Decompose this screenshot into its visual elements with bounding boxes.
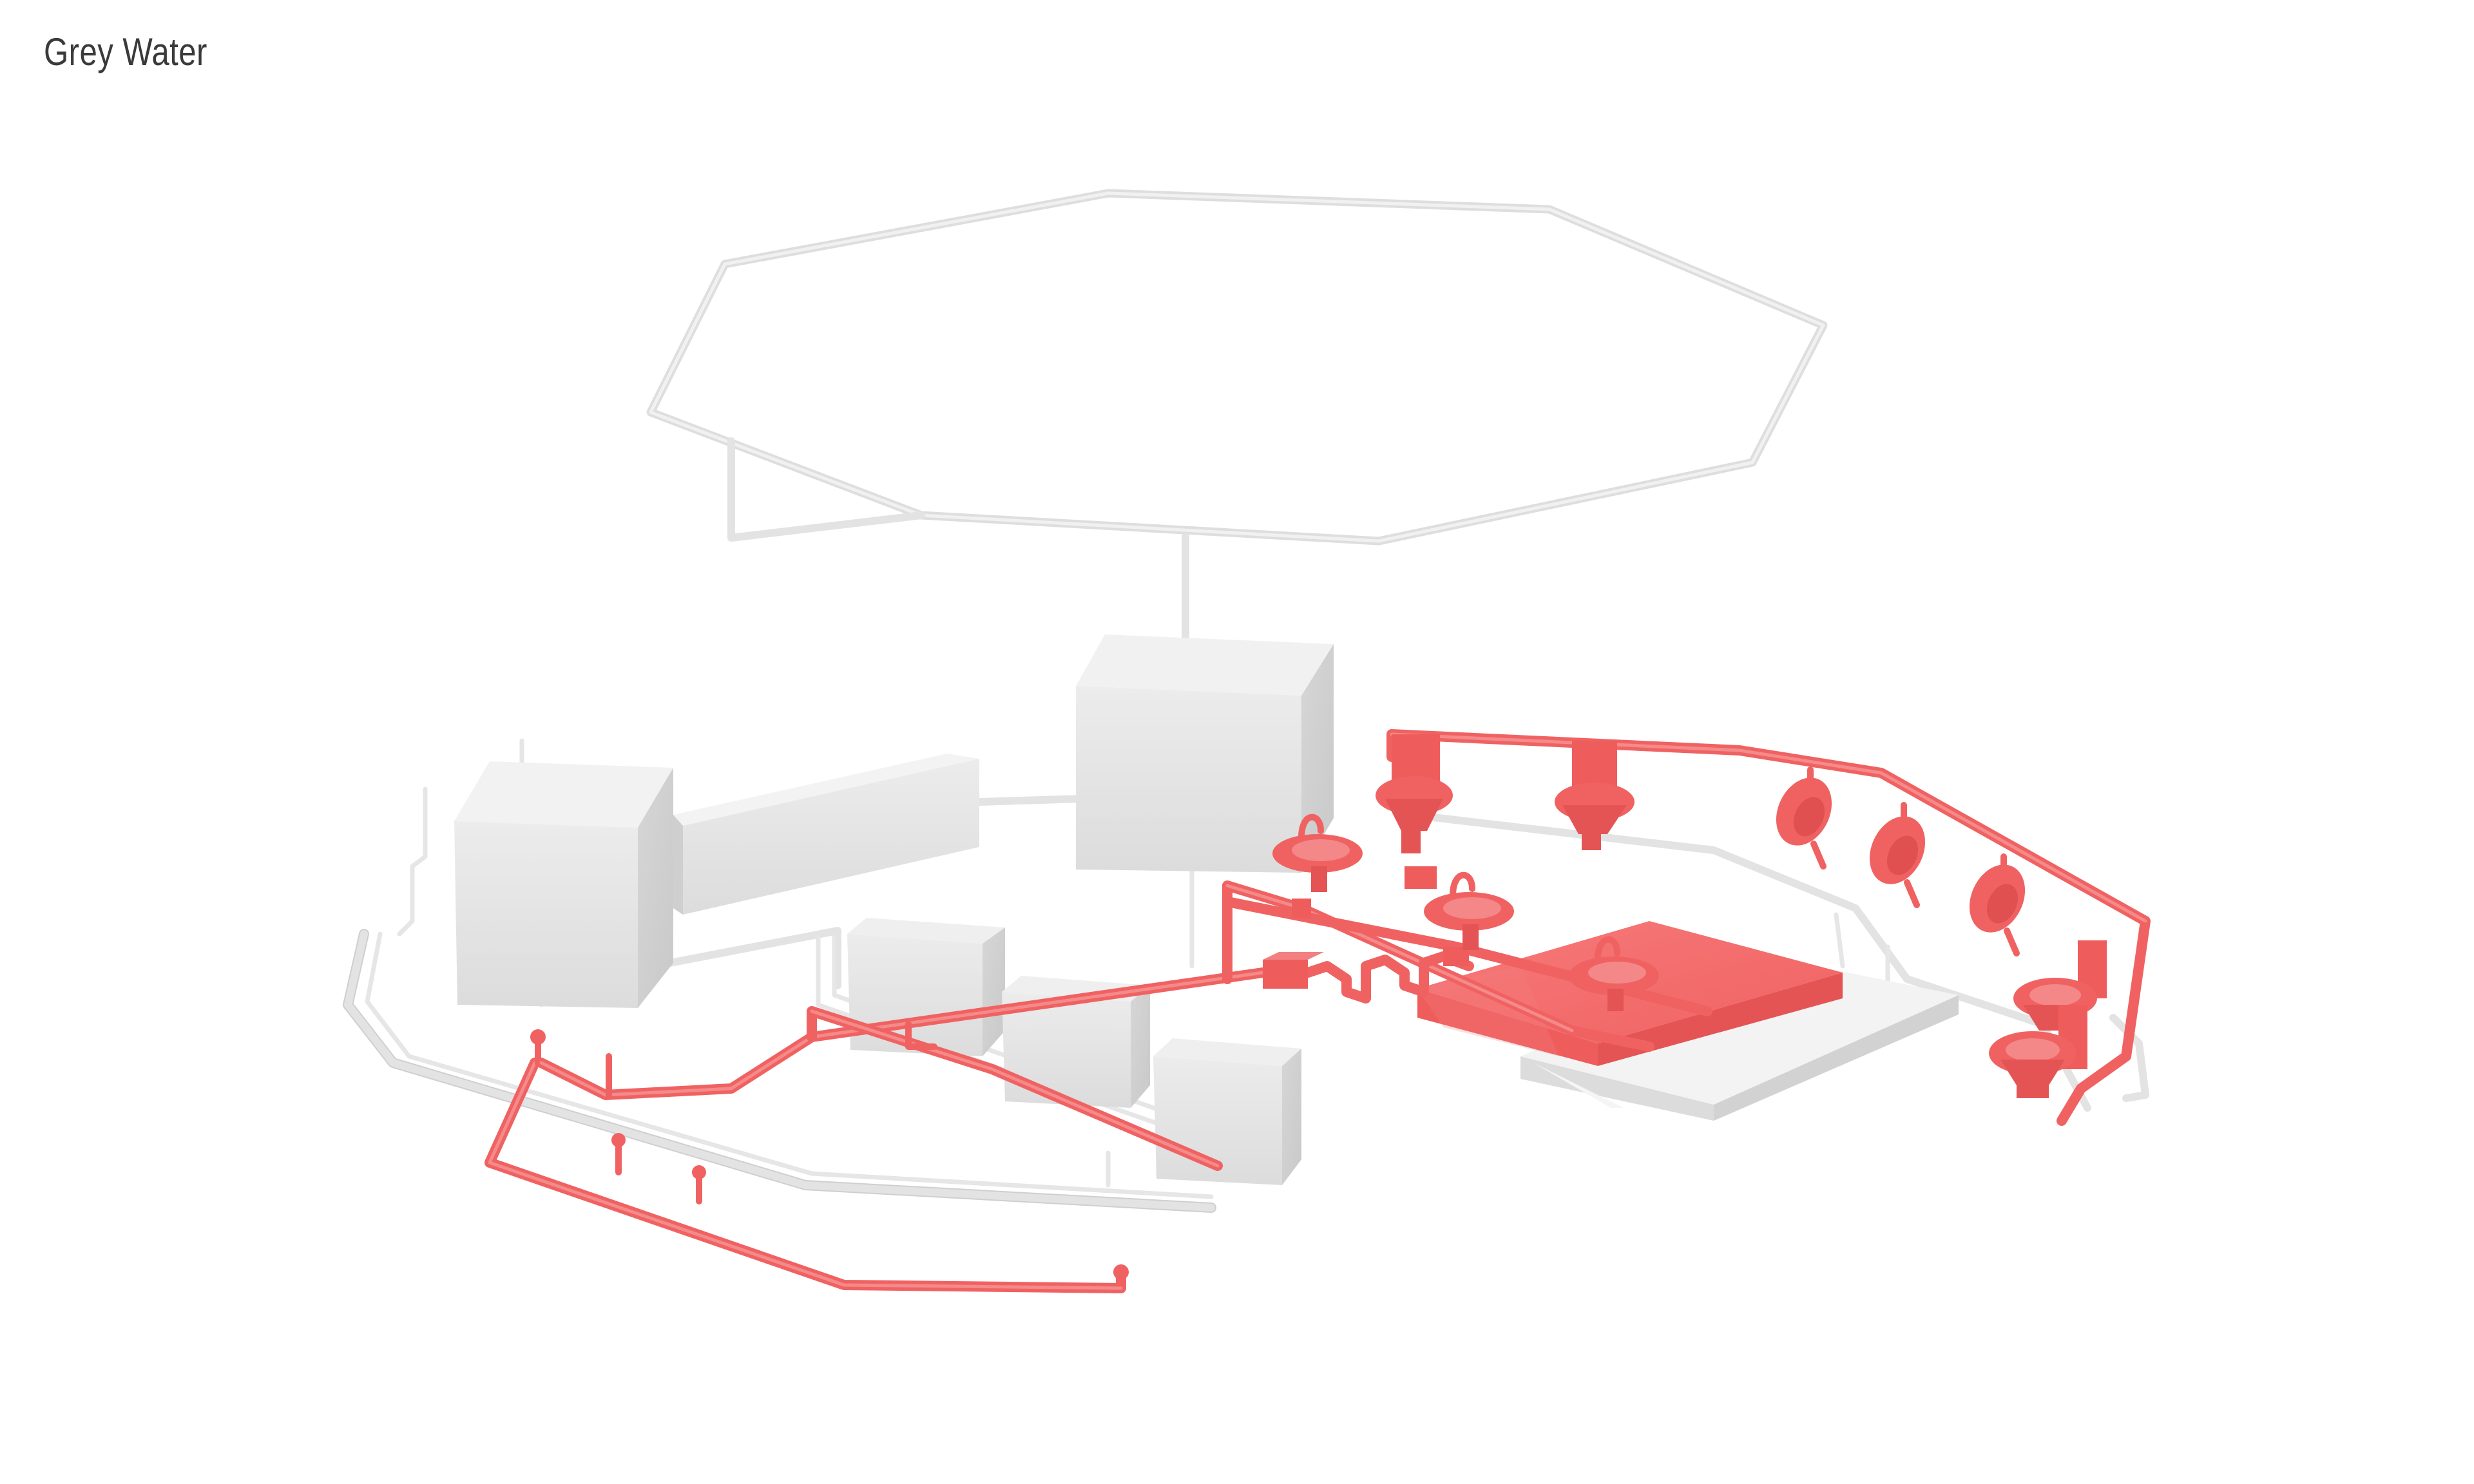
- sink-1: [1272, 813, 1363, 892]
- urinal-3: [1969, 853, 2026, 956]
- center-storage-tank: [1076, 634, 1334, 873]
- serpentine-trap: [1303, 951, 1474, 1004]
- page-title: Grey Water: [44, 30, 207, 73]
- octagonal-canopy: [646, 189, 1828, 648]
- junction-box: [1263, 960, 1308, 989]
- left-storage-tank: [454, 761, 673, 1008]
- grey-pipe-network: [343, 738, 2149, 1213]
- urinal-1: [1776, 766, 1832, 870]
- grey-water-system-highlight: [484, 729, 2151, 1293]
- toilet-4: [1989, 1005, 2087, 1098]
- toilet-1: [1376, 734, 1453, 853]
- sink-2: [1424, 871, 1514, 950]
- appliance-boxes: [847, 918, 1301, 1185]
- urinal-2: [1869, 802, 1926, 908]
- toilet-2: [1555, 741, 1635, 850]
- long-trough: [673, 754, 979, 915]
- sink-3: [1569, 936, 1659, 1011]
- grey-platform: [1520, 953, 1959, 1121]
